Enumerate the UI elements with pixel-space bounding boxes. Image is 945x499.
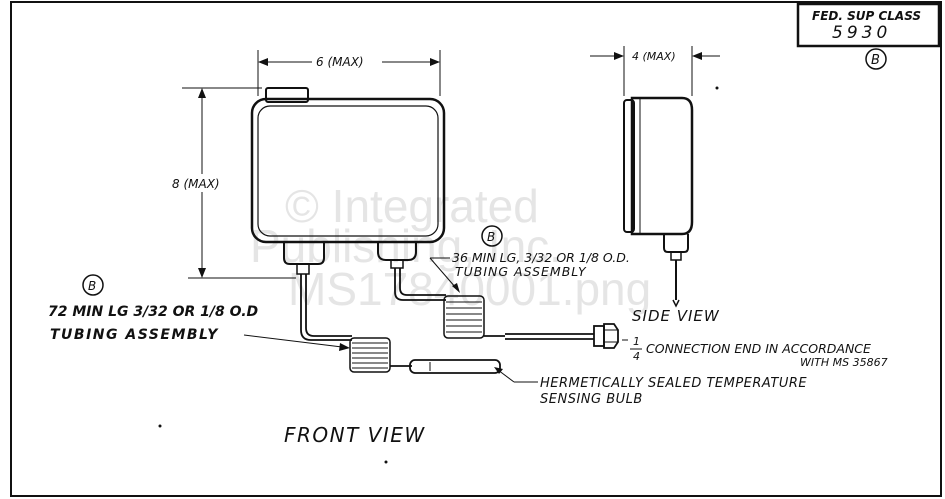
front-view: 6 (MAX) 8 (MAX) xyxy=(48,50,888,464)
connection-end xyxy=(505,323,619,349)
width-arrow-left xyxy=(258,58,268,66)
tubing-72-leader xyxy=(243,334,343,348)
tubing-72-coil xyxy=(349,337,391,373)
sheet-border xyxy=(10,1,942,497)
watermark-line1: © Integrated xyxy=(285,180,539,232)
housing-inner xyxy=(257,105,439,237)
side-view: 4 (MAX) SIDE VIEW xyxy=(590,46,720,325)
height-label: 8 (MAX) xyxy=(172,177,220,191)
rev-marker-left-circle xyxy=(82,274,104,296)
watermark: © Integrated Publishing, Inc. MS17840001… xyxy=(250,180,651,315)
class-label: FED. SUP CLASS xyxy=(812,9,921,23)
bulb-line2: SENSING BULB xyxy=(540,392,643,407)
housing-knob xyxy=(265,87,309,103)
rev-marker-center: B xyxy=(487,230,495,244)
height-arrow-top xyxy=(198,88,206,98)
side-face-plate xyxy=(623,99,635,233)
housing-outer xyxy=(250,97,446,244)
connection-fraction-den: 4 xyxy=(633,350,640,363)
width-label: 6 (MAX) xyxy=(316,55,364,69)
side-view-title: SIDE VIEW xyxy=(632,307,720,325)
rev-marker-center-circle xyxy=(481,225,503,247)
rev-marker-left: B xyxy=(88,279,96,293)
tubing-72-line2: TUBING ASSEMBLY xyxy=(50,327,219,343)
side-fitting xyxy=(663,234,689,253)
depth-label: 4 (MAX) xyxy=(632,50,676,63)
tubing-36-line1: 36 MIN LG, 3/32 OR 1/8 O.D. xyxy=(452,250,630,265)
width-arrow-right xyxy=(430,58,440,66)
connection-fraction-num: 1 xyxy=(633,335,640,348)
revision-circle xyxy=(865,48,887,70)
left-fitting-nut xyxy=(296,263,310,275)
title-block: FED. SUP CLASS 5930 B xyxy=(796,2,941,70)
connection-line2: WITH MS 35867 xyxy=(800,356,888,369)
front-view-title: FRONT VIEW xyxy=(284,423,426,447)
right-fitting-nut xyxy=(390,259,404,269)
sensing-bulb xyxy=(409,359,501,374)
bulb-line1: HERMETICALLY SEALED TEMPERATURE xyxy=(540,376,807,391)
tubing-36-line2: TUBING ASSEMBLY xyxy=(455,264,587,279)
watermark-line3: MS17840001.png xyxy=(288,263,651,315)
tubing-72-line1: 72 MIN LG 3/32 OR 1/8 O.D xyxy=(48,304,258,320)
tubing-72-line xyxy=(300,274,352,341)
side-body xyxy=(630,96,694,236)
height-arrow-bottom xyxy=(198,268,206,278)
connection-line1: CONNECTION END IN ACCORDANCE xyxy=(646,341,871,356)
tubing-36-line xyxy=(394,268,446,301)
title-block-box xyxy=(796,2,941,48)
class-number: 5930 xyxy=(832,23,891,43)
tubing-36-coil xyxy=(443,295,485,339)
revision-letter: B xyxy=(871,53,880,68)
